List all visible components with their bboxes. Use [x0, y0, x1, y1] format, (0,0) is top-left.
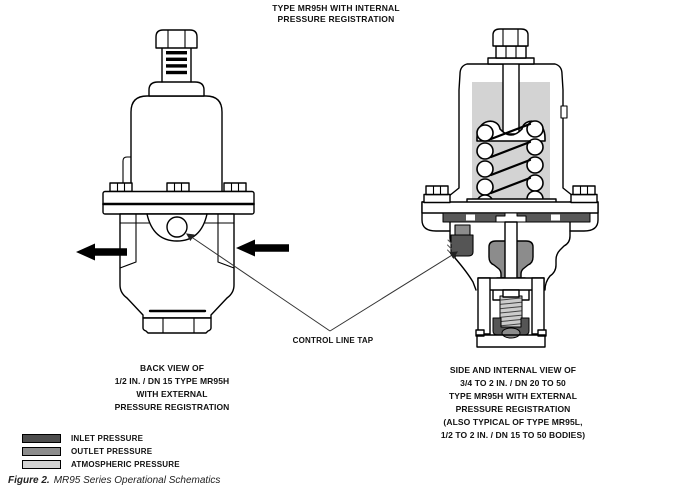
flange-bolts: [109, 182, 247, 193]
inlet-pressure-swatch-icon: [22, 433, 61, 443]
figure-caption-text: MR95 Series Operational Schematics: [53, 475, 221, 486]
legend-label-inlet: INLET PRESSURE: [71, 434, 144, 443]
diagram-title-line2: PRESSURE REGISTRATION: [277, 13, 395, 24]
legend-label-atmospheric: ATMOSPHERIC PRESSURE: [71, 460, 180, 469]
left-view-caption-line: PRESSURE REGISTRATION: [114, 402, 230, 412]
left-view-caption: BACK VIEW OF 1/2 IN. / DN 15 TYPE MR95H …: [72, 362, 272, 414]
legend-row-outlet: OUTLET PRESSURE: [22, 445, 180, 458]
lower-valve-cage: [475, 277, 547, 348]
inlet-flow-arrow-icon: [236, 239, 289, 257]
figure-caption-number: Figure 2.: [8, 475, 50, 486]
right-view-caption-line: (ALSO TYPICAL OF TYPE MR95L,: [443, 417, 583, 427]
control-line-tap-pointer: [186, 233, 459, 332]
pressure-legend: INLET PRESSURE OUTLET PRESSURE ATMOSPHER…: [22, 432, 180, 471]
left-view-caption-line: 1/2 IN. / DN 15 TYPE MR95H: [114, 376, 230, 386]
figure-caption: Figure 2.MR95 Series Operational Schemat…: [8, 475, 220, 486]
left-regulator-drawing: [102, 29, 255, 334]
legend-row-inlet: INLET PRESSURE: [22, 432, 180, 445]
diaphragm-assembly: [442, 212, 591, 223]
diaphragm-flange-bolts: [423, 185, 598, 204]
right-view-caption: SIDE AND INTERNAL VIEW OF 3/4 TO 2 IN. /…: [398, 364, 628, 442]
adjusting-screw-threads: [166, 51, 187, 75]
left-view-caption-line: WITH EXTERNAL: [136, 389, 208, 399]
adjusting-screw-assembly: [487, 28, 535, 65]
diagram-title-line1: TYPE MR95H WITH INTERNAL: [272, 3, 400, 13]
right-view-caption-line: SIDE AND INTERNAL VIEW OF: [449, 365, 577, 375]
diagram-title: TYPE MR95H WITH INTERNAL PRESSURE REGIST…: [230, 3, 442, 24]
outlet-flow-arrow-icon: [76, 243, 127, 261]
left-view-caption-line: BACK VIEW OF: [139, 363, 204, 373]
control-line-tap-label: CONTROL LINE TAP: [292, 336, 374, 345]
right-view-caption-line: 3/4 TO 2 IN. / DN 20 TO 50: [460, 378, 566, 388]
control-line-tap-fitting: [447, 224, 474, 257]
legend-row-atmospheric: ATMOSPHERIC PRESSURE: [22, 458, 180, 471]
right-view-caption-line: PRESSURE REGISTRATION: [455, 404, 571, 414]
right-regulator-drawing: [421, 28, 599, 348]
outlet-pressure-swatch-icon: [22, 446, 61, 456]
legend-label-outlet: OUTLET PRESSURE: [71, 447, 153, 456]
right-view-caption-line: 1/2 TO 2 IN. / DN 15 TO 50 BODIES): [440, 430, 586, 440]
control-line-tap-hole: [166, 216, 188, 238]
right-view-caption-line: TYPE MR95H WITH EXTERNAL: [448, 391, 578, 401]
atmospheric-pressure-swatch-icon: [22, 459, 61, 469]
